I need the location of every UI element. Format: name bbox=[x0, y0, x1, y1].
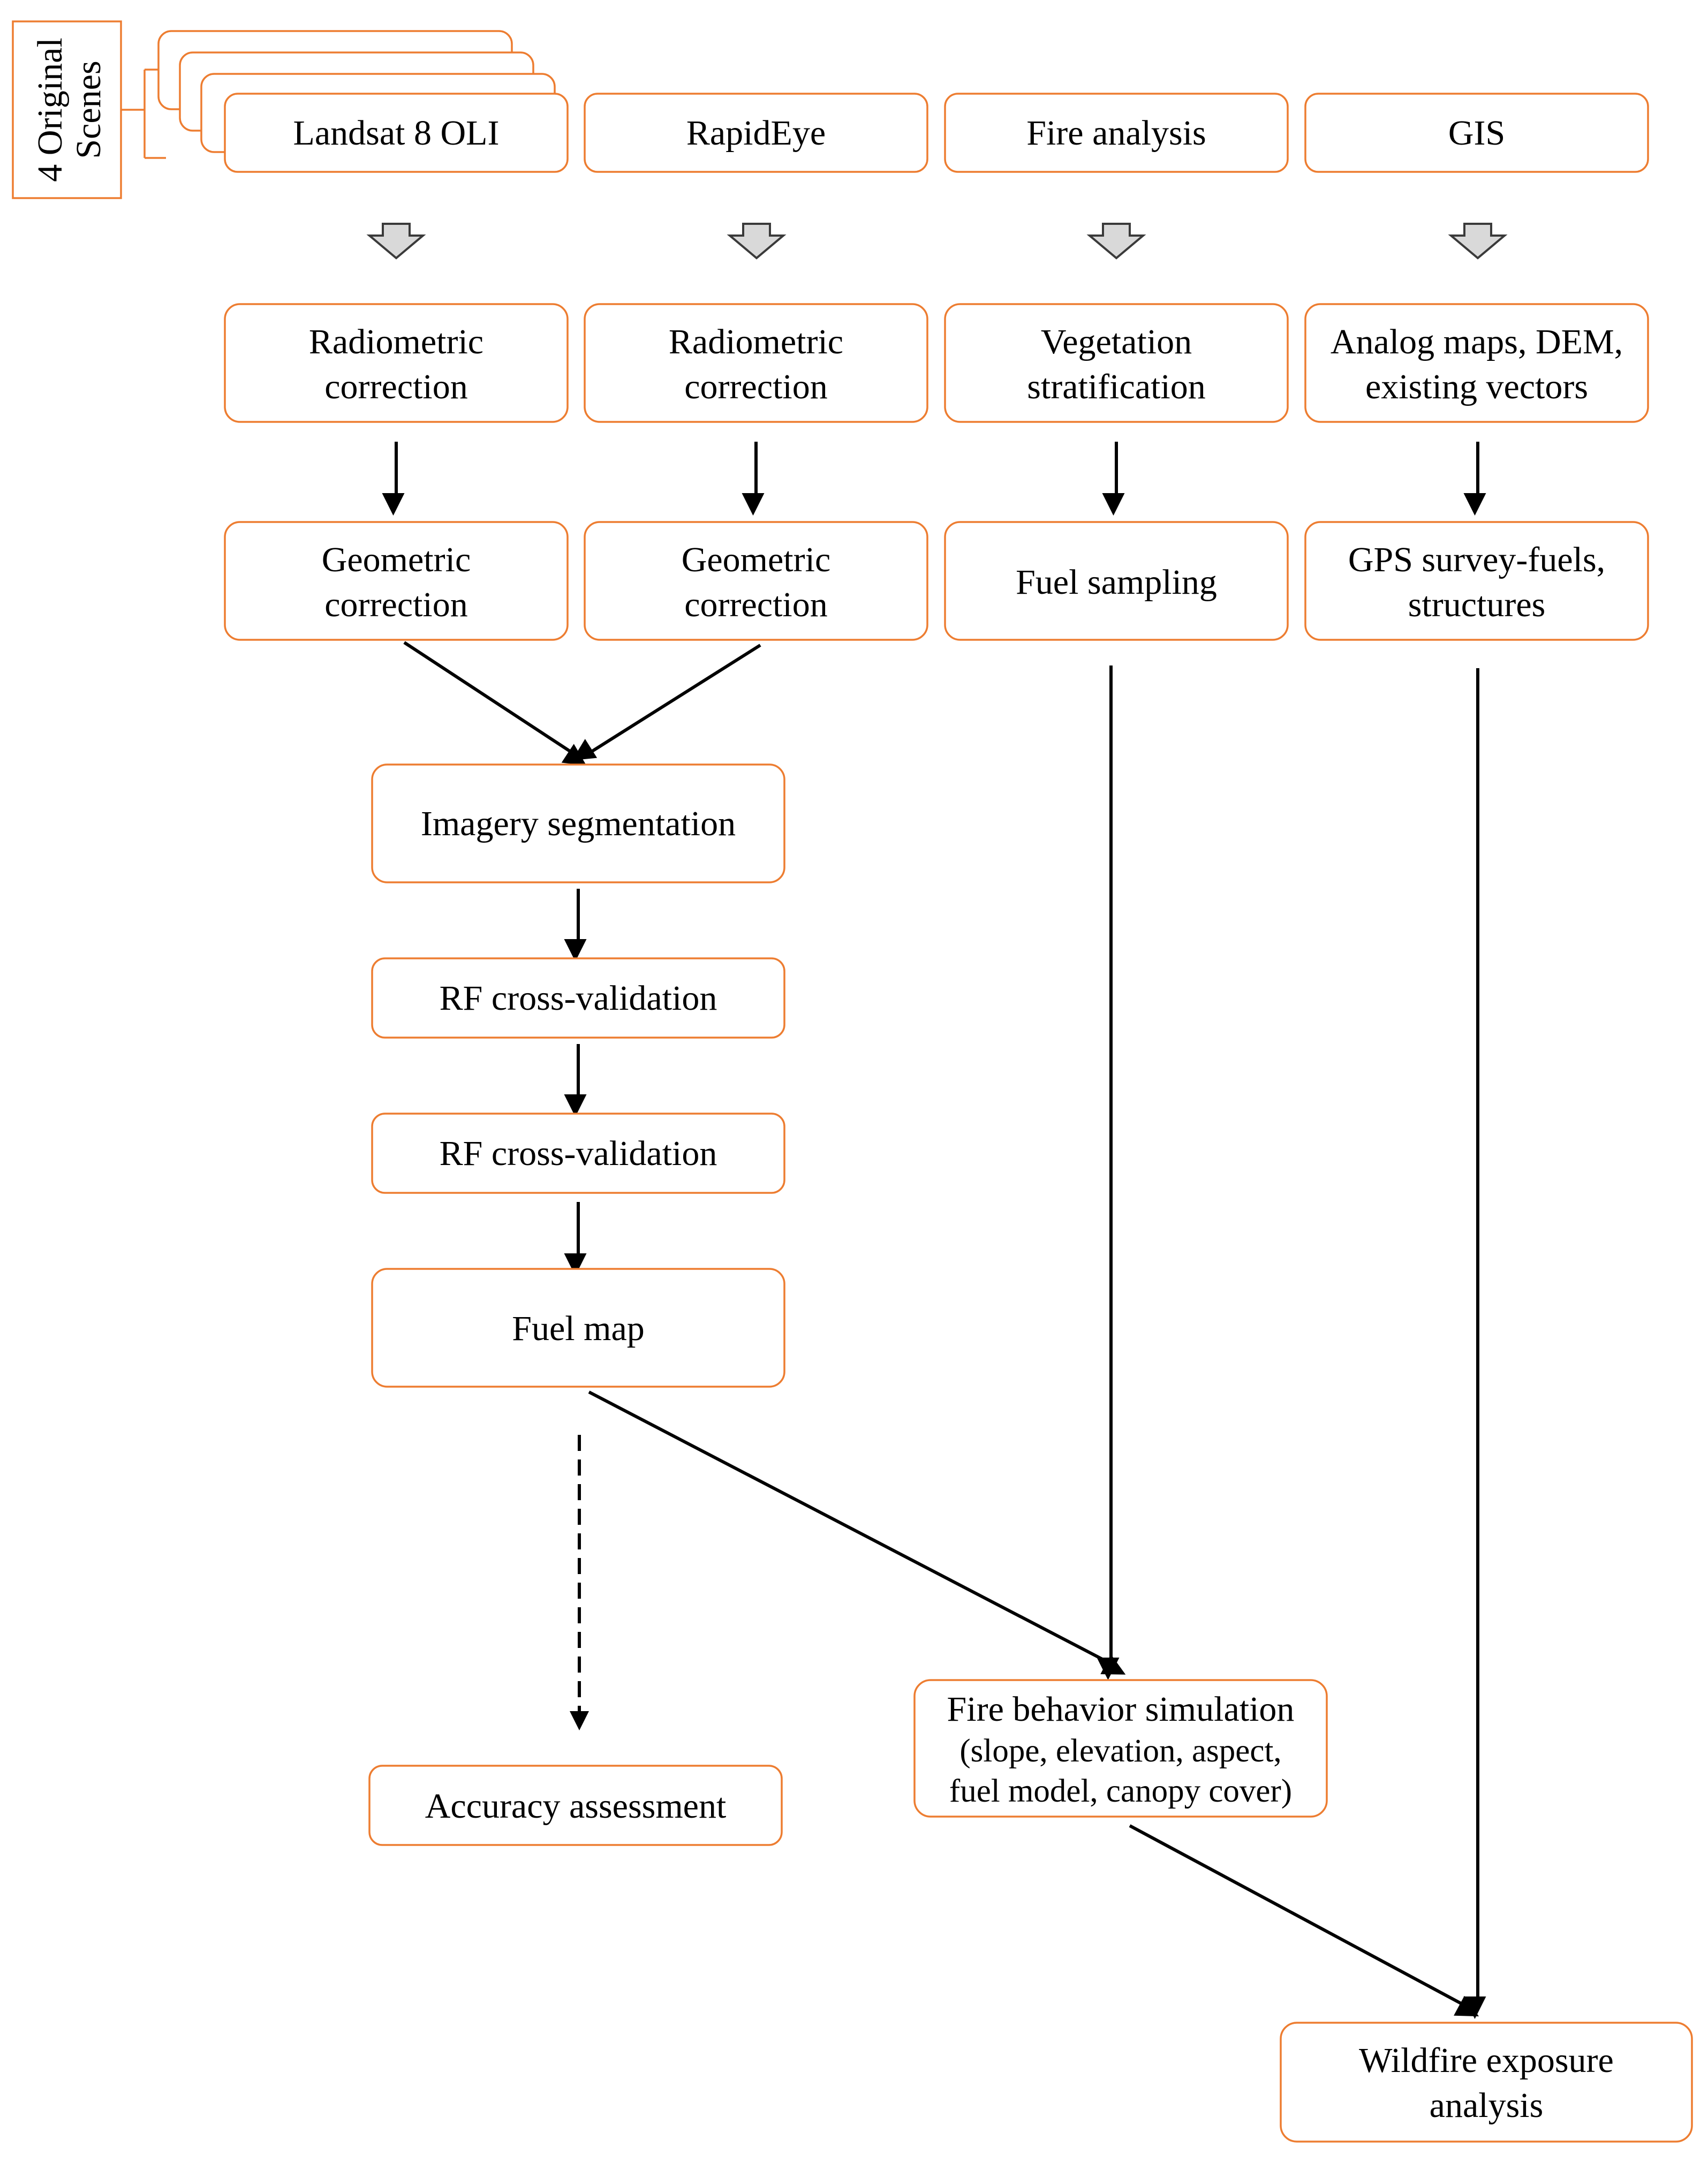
arrow-fuel-map-to-fire-behavior bbox=[588, 1390, 1126, 1675]
fuel-sampling-label: Fuel sampling bbox=[1016, 563, 1217, 602]
wildfire-exposure-box: Wildfire exposure analysis bbox=[1280, 2022, 1693, 2143]
landsat-label: Landsat 8 OLI bbox=[293, 114, 500, 153]
original-scenes-label: 4 Original Scenes bbox=[12, 20, 166, 199]
analog-maps-box: Analog maps, DEM, existing vectors bbox=[1304, 303, 1649, 423]
landsat-box: Landsat 8 OLI bbox=[224, 93, 569, 173]
fire-behavior-line2: (slope, elevation, aspect, bbox=[959, 1733, 1281, 1769]
radiometric-rapideye-box: Radiometric correction bbox=[584, 303, 928, 423]
fire-behavior-line3: fuel model, canopy cover) bbox=[949, 1773, 1292, 1809]
wildfire-line1: Wildfire exposure bbox=[1359, 2041, 1614, 2080]
analog-maps-line2: existing vectors bbox=[1365, 367, 1588, 406]
gps-survey-box: GPS survey-fuels, structures bbox=[1304, 521, 1649, 641]
side-label-line2: Scenes bbox=[69, 60, 108, 158]
vegetation-stratification-box: Vegetation stratification bbox=[944, 303, 1289, 423]
block-arrow-fire bbox=[1086, 223, 1146, 260]
fuel-map-label: Fuel map bbox=[512, 1309, 644, 1348]
rf-cross-validation-2-box: RF cross-validation bbox=[371, 1113, 785, 1194]
fuel-map-box: Fuel map bbox=[371, 1268, 785, 1388]
gps-survey-line2: structures bbox=[1408, 585, 1546, 624]
side-label-line1: 4 Original bbox=[31, 37, 70, 181]
block-arrow-landsat bbox=[366, 223, 426, 260]
accuracy-label: Accuracy assessment bbox=[425, 1787, 727, 1826]
scenes-bracket bbox=[121, 69, 166, 159]
wildfire-line2: analysis bbox=[1430, 2086, 1544, 2125]
rapideye-box: RapidEye bbox=[584, 93, 928, 173]
gps-survey-line1: GPS survey-fuels, bbox=[1348, 540, 1605, 579]
gis-label: GIS bbox=[1448, 114, 1505, 153]
radiometric-landsat-line1: Radiometric bbox=[309, 322, 483, 361]
rf-cross-validation-1-box: RF cross-validation bbox=[371, 957, 785, 1039]
segmentation-box: Imagery segmentation bbox=[371, 763, 785, 883]
fire-analysis-label: Fire analysis bbox=[1026, 114, 1206, 153]
fuel-sampling-box: Fuel sampling bbox=[944, 521, 1289, 641]
fire-behavior-simulation-box: Fire behavior simulation (slope, elevati… bbox=[913, 1679, 1328, 1818]
arrows-to-segmentation bbox=[403, 641, 761, 766]
geometric-rapideye-line1: Geometric bbox=[682, 540, 831, 579]
gis-box: GIS bbox=[1304, 93, 1649, 173]
fire-behavior-line1: Fire behavior simulation bbox=[947, 1690, 1295, 1729]
analog-maps-line1: Analog maps, DEM, bbox=[1331, 322, 1623, 361]
geometric-landsat-line1: Geometric bbox=[322, 540, 471, 579]
arrows-row2-row3 bbox=[382, 442, 1486, 516]
block-arrows bbox=[366, 223, 1508, 260]
rapideye-label: RapidEye bbox=[686, 114, 826, 153]
geometric-rapideye-box: Geometric correction bbox=[584, 521, 928, 641]
accuracy-assessment-box: Accuracy assessment bbox=[368, 1765, 783, 1846]
vegetation-line1: Vegetation bbox=[1041, 322, 1192, 361]
radiometric-landsat-line2: correction bbox=[324, 367, 468, 406]
arrow-geometric-rapideye-to-segmentation bbox=[572, 644, 761, 761]
radiometric-rapideye-line1: Radiometric bbox=[669, 322, 843, 361]
geometric-landsat-line2: correction bbox=[324, 585, 468, 624]
fire-analysis-box: Fire analysis bbox=[944, 93, 1289, 173]
block-arrow-rapideye bbox=[727, 223, 787, 260]
rf1-label: RF cross-validation bbox=[440, 979, 717, 1018]
arrow-geometric-landsat-to-segmentation bbox=[403, 641, 587, 766]
rf2-label: RF cross-validation bbox=[440, 1134, 717, 1173]
radiometric-rapideye-line2: correction bbox=[684, 367, 828, 406]
arrow-fire-behavior-to-wildfire bbox=[1129, 1824, 1479, 2017]
geometric-rapideye-line2: correction bbox=[684, 585, 828, 624]
vegetation-line2: stratification bbox=[1027, 367, 1206, 406]
segmentation-label: Imagery segmentation bbox=[421, 804, 736, 843]
geometric-landsat-box: Geometric correction bbox=[224, 521, 569, 641]
block-arrow-gis bbox=[1448, 223, 1508, 260]
radiometric-landsat-box: Radiometric correction bbox=[224, 303, 569, 423]
dashed-arrow-head bbox=[570, 1711, 589, 1730]
